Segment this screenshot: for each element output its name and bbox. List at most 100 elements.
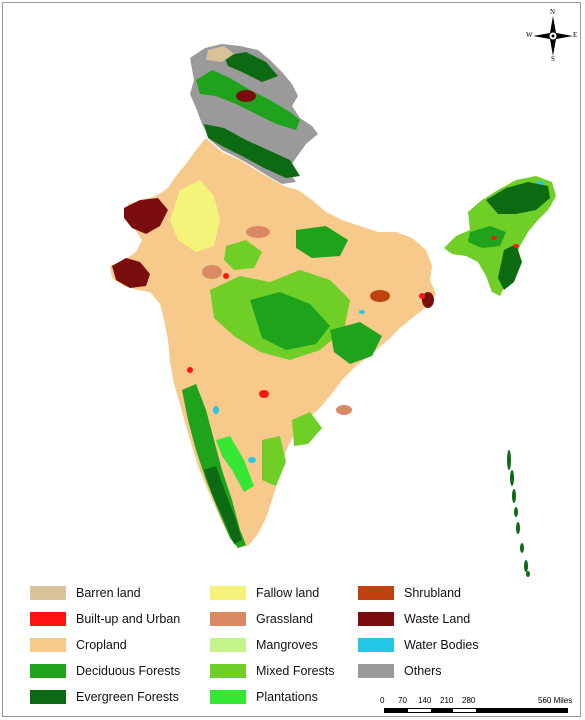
patch-urban xyxy=(187,367,193,373)
island xyxy=(507,450,511,470)
legend-swatch xyxy=(358,638,394,652)
patch-ne-forest xyxy=(468,226,506,248)
legend-swatch xyxy=(358,664,394,678)
patch-ne-forest xyxy=(498,244,522,290)
scale-tick-140: 140 xyxy=(418,696,432,705)
patch-mixed xyxy=(224,240,262,270)
patch-shrub xyxy=(370,290,390,302)
island xyxy=(516,522,520,534)
legend-item: Others xyxy=(358,663,442,679)
legend-label: Deciduous Forests xyxy=(76,664,181,678)
compass-west: W xyxy=(526,31,533,39)
legend-swatch xyxy=(210,638,246,652)
patch-deciduous xyxy=(296,226,348,258)
patch-water xyxy=(213,406,219,414)
legend-item: Cropland xyxy=(30,637,127,653)
patch-mixed xyxy=(262,436,286,486)
legend-swatch xyxy=(210,612,246,626)
scale-segment xyxy=(407,709,431,712)
patch-ne-forest xyxy=(486,182,550,214)
patch-water xyxy=(359,310,365,314)
legend-swatch xyxy=(30,690,66,704)
patch-mixed xyxy=(292,412,322,446)
patch-deciduous xyxy=(330,322,382,364)
scale-segment xyxy=(453,709,476,712)
legend-item: Deciduous Forests xyxy=(30,663,180,679)
patch-urban xyxy=(491,236,497,240)
legend-item: Evergreen Forests xyxy=(30,689,179,705)
north-arrow: N S E W xyxy=(526,8,579,63)
legend-label: Others xyxy=(404,664,442,678)
scale-tick-560: 560 Miles xyxy=(538,696,573,705)
legend-label: Evergreen Forests xyxy=(76,690,179,704)
patch-grass xyxy=(336,405,352,415)
patch-forest xyxy=(224,52,278,82)
legend-label: Mangroves xyxy=(256,638,318,652)
scale-tick-70: 70 xyxy=(398,696,407,705)
legend-swatch xyxy=(30,612,66,626)
legend-label: Shrubland xyxy=(404,586,461,600)
legend-item: Grassland xyxy=(210,611,313,627)
legend-swatch xyxy=(30,664,66,678)
scale-tick-280: 280 xyxy=(462,696,476,705)
island xyxy=(512,489,516,503)
legend-label: Built-up and Urban xyxy=(76,612,181,626)
legend-label: Barren land xyxy=(76,586,141,600)
legend-label: Waste Land xyxy=(404,612,471,626)
legend-label: Water Bodies xyxy=(404,638,479,652)
patch-urban xyxy=(223,273,229,279)
patch-urban xyxy=(259,390,269,398)
island xyxy=(510,470,514,486)
legend-label: Cropland xyxy=(76,638,127,652)
patch-grass xyxy=(202,265,222,279)
patch-urban xyxy=(419,293,425,299)
legend-label: Plantations xyxy=(256,690,318,704)
patch-grass xyxy=(246,226,270,238)
legend-swatch xyxy=(358,612,394,626)
patch-forest xyxy=(204,124,300,178)
legend-swatch xyxy=(210,664,246,678)
legend-swatch xyxy=(210,690,246,704)
legend-item: Shrubland xyxy=(358,585,461,601)
scale-segment xyxy=(476,709,567,712)
legend-item: Waste Land xyxy=(358,611,470,627)
legend-item: Mixed Forests xyxy=(210,663,335,679)
land-cover-patches xyxy=(112,46,550,548)
patch-deciduous xyxy=(250,292,330,350)
scale-bar-segments xyxy=(384,708,568,713)
legend-label: Fallow land xyxy=(256,586,320,600)
patch-water xyxy=(248,457,256,463)
patch-waste xyxy=(112,258,150,288)
legend-label: Grassland xyxy=(256,612,313,626)
legend-swatch xyxy=(210,586,246,600)
patch-urban xyxy=(513,244,519,248)
island xyxy=(526,571,530,577)
patch-waste xyxy=(236,90,256,102)
scale-segment xyxy=(430,709,454,712)
island xyxy=(520,543,524,553)
legend-item: Water Bodies xyxy=(358,637,479,653)
patch-plantations xyxy=(216,436,254,492)
scale-tick-0: 0 xyxy=(380,696,385,705)
scale-tick-210: 210 xyxy=(440,696,454,705)
scale-bar: 0 70 140 210 280 560 Miles xyxy=(380,696,576,718)
compass-east: E xyxy=(573,31,578,39)
patch-fallow xyxy=(170,180,220,252)
legend-item: Mangroves xyxy=(210,637,318,653)
patch-barren xyxy=(206,46,234,62)
legend-label: Mixed Forests xyxy=(256,664,335,678)
legend-swatch xyxy=(30,638,66,652)
legend-item: Built-up and Urban xyxy=(30,611,180,627)
compass-south: S xyxy=(551,55,555,63)
legend-swatch xyxy=(30,586,66,600)
compass-north: N xyxy=(550,8,556,16)
patch-waste xyxy=(124,198,168,234)
legend-item: Fallow land xyxy=(210,585,319,601)
legend-item: Barren land xyxy=(30,585,141,601)
island xyxy=(524,560,528,572)
legend-swatch xyxy=(358,586,394,600)
compass-rose-icon xyxy=(533,16,573,56)
andaman-islands xyxy=(507,450,530,577)
island xyxy=(514,507,518,517)
